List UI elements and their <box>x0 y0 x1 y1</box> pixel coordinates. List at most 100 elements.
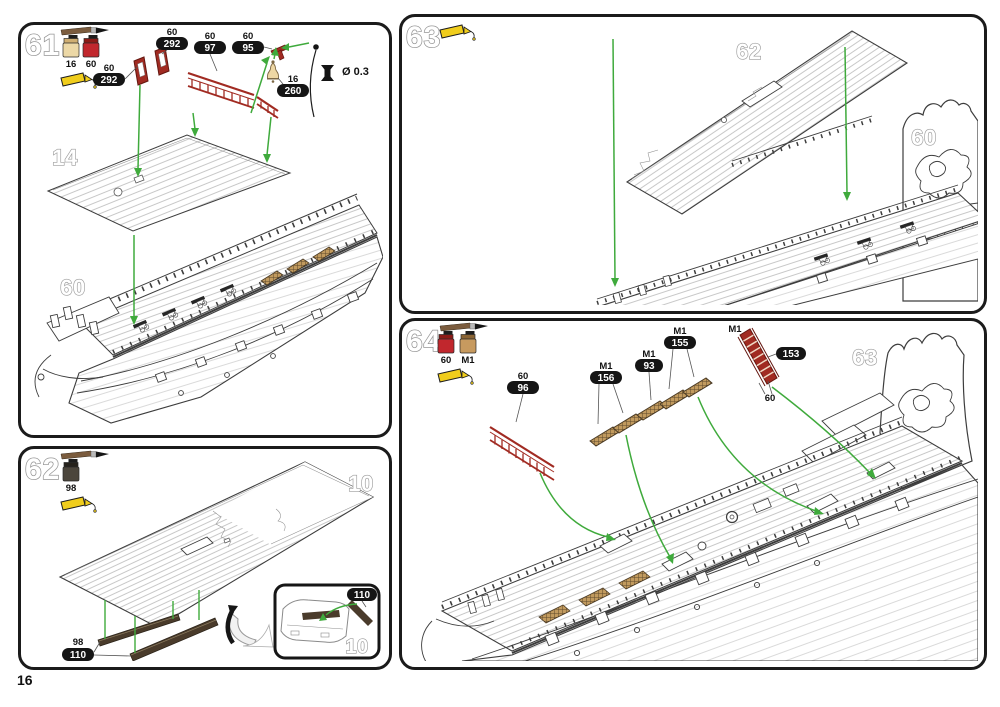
railing-part-96 <box>489 426 555 481</box>
svg-text:156: 156 <box>598 373 615 384</box>
svg-text:M1: M1 <box>728 324 742 335</box>
svg-text:95: 95 <box>242 43 254 54</box>
svg-text:292: 292 <box>101 75 118 86</box>
assembly-arrows <box>539 386 876 564</box>
step-number: 61 <box>25 29 60 62</box>
part-callout-260: 16 260 <box>277 74 309 97</box>
detail-inset: 110 10 <box>273 583 381 660</box>
strip-parts-110 <box>97 613 219 661</box>
part-number-62: 62 <box>736 39 761 64</box>
part-callout-153: M1 153 <box>728 324 806 360</box>
svg-text:M1: M1 <box>642 349 656 360</box>
paint-code: 60 <box>441 355 452 366</box>
svg-text:155: 155 <box>672 338 689 349</box>
part-callout-292b: 60 292 <box>156 27 188 55</box>
step-61-drawing: 61 16 60 14 <box>24 26 383 424</box>
paint-pot-60-icon: 60 <box>437 331 455 366</box>
part-callout-96: 60 96 <box>507 371 539 423</box>
svg-text:97: 97 <box>204 43 216 54</box>
part-callout-93: M1 93 <box>635 349 663 401</box>
stair-part-153 <box>737 327 780 387</box>
step-number: 63 <box>406 21 441 54</box>
paint-code: M1 <box>461 355 475 366</box>
step-62-drawing: 62 98 10 98 <box>24 450 381 661</box>
deck-part-14: 14 <box>46 134 292 232</box>
step-63-panel: 63 62 60 <box>399 14 987 314</box>
svg-text:98: 98 <box>73 637 84 648</box>
svg-text:60: 60 <box>765 393 776 404</box>
glue-icon <box>437 368 474 385</box>
paintbrush-icon <box>439 322 488 332</box>
assembly-ties <box>104 590 200 653</box>
paint-code: 98 <box>66 483 77 494</box>
part-callout-155: M1 155 <box>664 326 696 390</box>
glue-icon <box>439 24 476 41</box>
cannons <box>132 283 237 333</box>
railing-part-97 <box>187 71 279 119</box>
cannons <box>813 221 916 266</box>
grating-parts <box>589 377 713 447</box>
part-number-14: 14 <box>52 145 78 170</box>
assembly-arrows <box>611 38 851 287</box>
part-callout-97: 60 97 <box>194 31 226 72</box>
part-callout-95: 60 95 <box>232 31 273 54</box>
paint-code: 60 <box>86 59 97 70</box>
svg-text:60: 60 <box>167 27 178 38</box>
step-number: 64 <box>406 325 441 358</box>
svg-text:260: 260 <box>285 86 302 97</box>
deck-part-10: 10 <box>58 461 375 628</box>
paint-pot-98-icon: 98 <box>62 459 80 494</box>
glue-icon <box>60 496 97 513</box>
thread-diameter: Ø 0.3 <box>342 66 369 78</box>
step-63-drawing: 63 62 60 <box>405 20 978 305</box>
part-number-60: 60 <box>60 275 85 300</box>
svg-text:60: 60 <box>205 31 216 42</box>
bow-structure <box>34 296 120 398</box>
glue-icon <box>60 72 97 89</box>
paint-code: 16 <box>66 59 77 70</box>
hull-part-63: 63 <box>421 332 978 661</box>
part-number-10-inset: 10 <box>345 636 368 658</box>
step-61-panel: 61 16 60 14 <box>18 22 392 438</box>
hull-part-60: 60 <box>596 99 978 305</box>
stair-paint-label: 60 <box>758 380 776 404</box>
part-number-63: 63 <box>852 345 877 370</box>
deck-assembly-62: 62 <box>625 30 909 215</box>
part-callout-292a: 60 292 <box>93 63 138 86</box>
svg-text:60: 60 <box>518 371 529 382</box>
svg-text:110: 110 <box>354 590 371 601</box>
deck-gratings <box>260 246 336 286</box>
svg-text:16: 16 <box>288 74 299 85</box>
flip-over-icon <box>225 605 274 648</box>
hull-part-60: 60 <box>34 193 383 424</box>
paintbrush-icon <box>60 450 109 460</box>
deck-gratings <box>538 570 651 624</box>
part-number-10: 10 <box>348 471 373 496</box>
gunports <box>154 291 360 396</box>
svg-text:M1: M1 <box>673 326 687 337</box>
page-number: 16 <box>17 672 33 688</box>
paint-pot-60-icon: 60 <box>82 35 100 70</box>
deck-openings <box>599 461 896 572</box>
paint-pot-M1-icon: M1 <box>459 331 477 366</box>
bitt-parts-292 <box>133 46 170 86</box>
bell-part-260 <box>267 60 279 83</box>
svg-text:153: 153 <box>783 349 800 360</box>
step-62-panel: 62 98 10 98 <box>18 446 392 670</box>
step-64-drawing: 64 60 M1 63 <box>405 322 978 661</box>
thread-spool-icon: Ø 0.3 <box>309 44 369 118</box>
svg-text:93: 93 <box>643 361 655 372</box>
svg-text:110: 110 <box>70 650 87 661</box>
part-number-60: 60 <box>911 125 936 150</box>
paint-pot-16-icon: 16 <box>62 35 80 70</box>
svg-text:60: 60 <box>243 31 254 42</box>
svg-text:292: 292 <box>164 39 181 50</box>
paintbrush-icon <box>60 26 109 36</box>
gunports <box>544 496 910 657</box>
svg-text:96: 96 <box>517 383 529 394</box>
svg-text:60: 60 <box>104 63 115 74</box>
part-callout-110: 98 110 <box>62 637 132 661</box>
assembly-arrows <box>130 42 310 325</box>
part-callout-156: M1 156 <box>590 361 624 425</box>
